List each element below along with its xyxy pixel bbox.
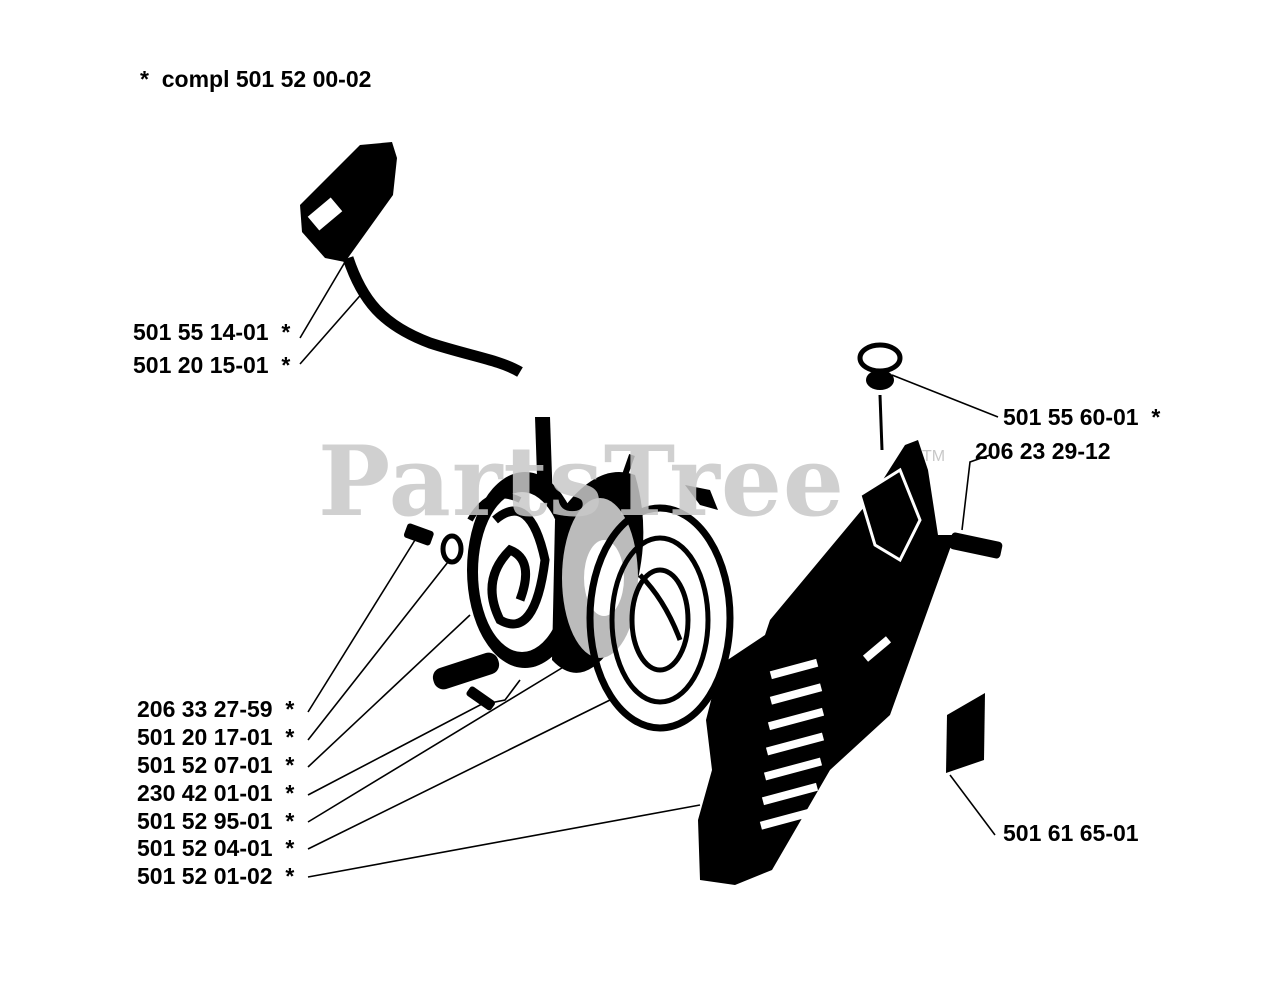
part-label-p11[interactable]: 501 52 01-02 * <box>137 865 294 888</box>
housing-screw <box>949 532 1003 559</box>
part-number: 501 20 17-01 <box>137 724 273 750</box>
screw <box>403 523 434 546</box>
washer <box>440 533 464 565</box>
asterisk: * <box>285 835 295 861</box>
asterisk: * <box>285 780 295 806</box>
leader-lines <box>299 261 999 878</box>
part-label-p1[interactable]: 501 55 14-01 * <box>133 321 290 344</box>
asterisk: * <box>285 724 295 750</box>
part-number: 501 52 07-01 <box>137 752 273 778</box>
part-number: 206 23 29-12 <box>975 438 1111 464</box>
part-label-p3[interactable]: 501 55 60-01 * <box>1003 406 1160 429</box>
asterisk: * <box>285 808 295 834</box>
part-label-p2[interactable]: 501 20 15-01 * <box>133 354 290 377</box>
part-label-p12[interactable]: 501 61 65-01 <box>1003 822 1139 845</box>
asterisk: * <box>281 352 291 378</box>
part-number: 230 42 01-01 <box>137 780 273 806</box>
rope-guide <box>857 342 903 451</box>
part-label-p9[interactable]: 501 52 95-01 * <box>137 810 294 833</box>
part-label-p6[interactable]: 501 20 17-01 * <box>137 726 294 749</box>
starter-housing <box>698 440 955 885</box>
watermark: PartsTree <box>318 425 845 538</box>
asterisk: * <box>285 863 295 889</box>
watermark-tm: TM <box>922 448 946 465</box>
asterisk: * <box>281 319 291 345</box>
part-number: 501 55 14-01 <box>133 319 269 345</box>
small-screw <box>466 686 495 711</box>
compl-note: * compl 501 52 00-02 <box>140 66 372 92</box>
part-label-p5[interactable]: 206 33 27-59 * <box>137 698 294 721</box>
part-number: 501 52 04-01 <box>137 835 273 861</box>
part-number: 501 52 95-01 <box>137 808 273 834</box>
starter-handle <box>300 142 523 377</box>
asterisk: * <box>285 696 295 722</box>
part-number: 501 52 01-02 <box>137 863 273 889</box>
asterisk: * <box>1151 404 1161 430</box>
part-label-p7[interactable]: 501 52 07-01 * <box>137 754 294 777</box>
part-number: 501 55 60-01 <box>1003 404 1139 430</box>
part-number: 501 20 15-01 <box>133 352 269 378</box>
asterisk: * <box>285 752 295 778</box>
part-label-p10[interactable]: 501 52 04-01 * <box>137 837 294 860</box>
part-number: 206 33 27-59 <box>137 696 273 722</box>
decal <box>946 693 985 773</box>
part-label-p4[interactable]: 206 23 29-12 <box>975 440 1111 463</box>
part-number: 501 61 65-01 <box>1003 820 1139 846</box>
part-label-p8[interactable]: 230 42 01-01 * <box>137 782 294 805</box>
spring-cover <box>586 485 734 732</box>
